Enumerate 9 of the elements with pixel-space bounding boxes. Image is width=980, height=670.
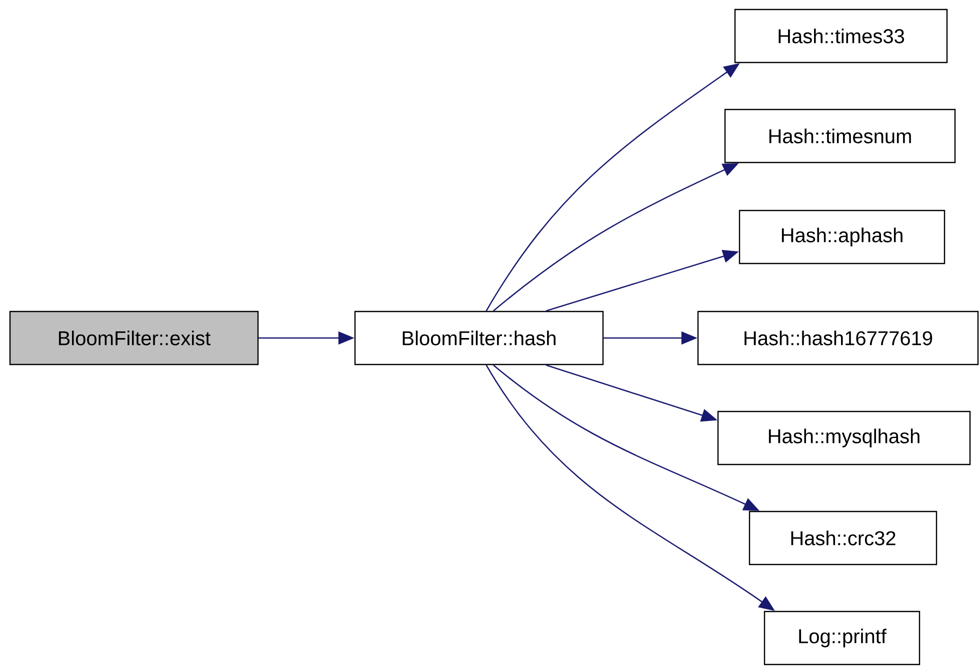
- function-box: Log::printf: [764, 610, 920, 666]
- function-box: Hash::mysqlhash: [717, 410, 971, 466]
- function-box: BloomFilter::exist: [9, 310, 259, 366]
- function-box: Hash::crc32: [748, 510, 938, 566]
- function-box: Hash::times33: [734, 8, 948, 64]
- function-box: Hash::hash16777619: [697, 310, 979, 366]
- function-box: Hash::timesnum: [724, 108, 956, 164]
- function-box: BloomFilter::hash: [354, 310, 604, 366]
- function-box: Hash::aphash: [738, 210, 946, 264]
